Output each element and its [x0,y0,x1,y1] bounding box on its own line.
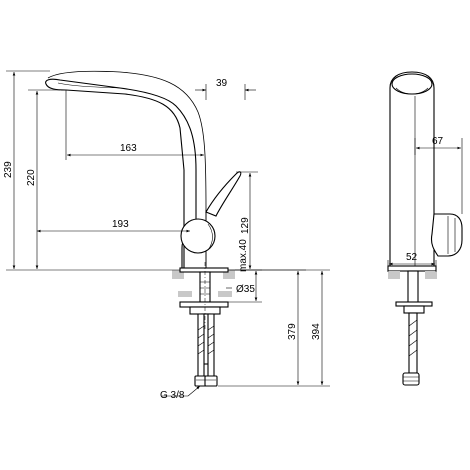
side-base [387,265,437,272]
dim-dia35: Ø35 [236,284,255,295]
side-spout-top [391,73,433,95]
side-counter-left [388,271,400,279]
dim-379: 379 [287,323,298,340]
dim-239: 239 [3,161,14,178]
hose-hatching [197,325,215,355]
hose-right [207,313,215,377]
front-dimensions: 239 220 39 163 193 129 max.40 Ø35 [3,70,330,401]
side-dimensions: 67 52 [387,136,463,272]
side-spout-outlet [395,87,429,95]
side-connector [402,372,420,386]
dim-67: 67 [432,136,444,147]
side-counter-right [425,271,437,279]
dim-129: 129 [240,217,251,234]
mounting-plate [179,301,229,308]
lever-handle [205,171,242,217]
lever-hub-detail [207,223,213,251]
countertop-under-left [178,291,192,297]
lever-hub [180,218,216,254]
dim-max40: max.40 [238,239,249,272]
side-shank [407,270,419,305]
side-nut [403,305,425,314]
side-lever-detail [447,216,456,254]
connector-right [204,375,218,387]
countertop-left [172,270,184,279]
side-lever [430,213,463,257]
spout-inner-line [57,82,121,97]
dim-394: 394 [311,323,322,340]
countertop-under-right [218,291,232,297]
faucet-body [45,78,197,271]
side-body [389,71,435,269]
countertop-right [223,270,235,279]
dim-220: 220 [26,169,37,186]
front-view [45,70,242,387]
faucet-base [179,267,229,273]
dim-193: 193 [112,219,129,230]
side-view [387,71,463,386]
dim-39: 39 [216,78,228,89]
side-plate [395,301,433,307]
dim-163: 163 [120,143,137,154]
dim-52: 52 [406,252,418,263]
spout-top-line [47,70,207,270]
side-connector-thread [403,376,419,382]
side-hatching [408,319,418,357]
dim-g38: G 3/8 [160,390,185,401]
hose-left [197,313,205,377]
